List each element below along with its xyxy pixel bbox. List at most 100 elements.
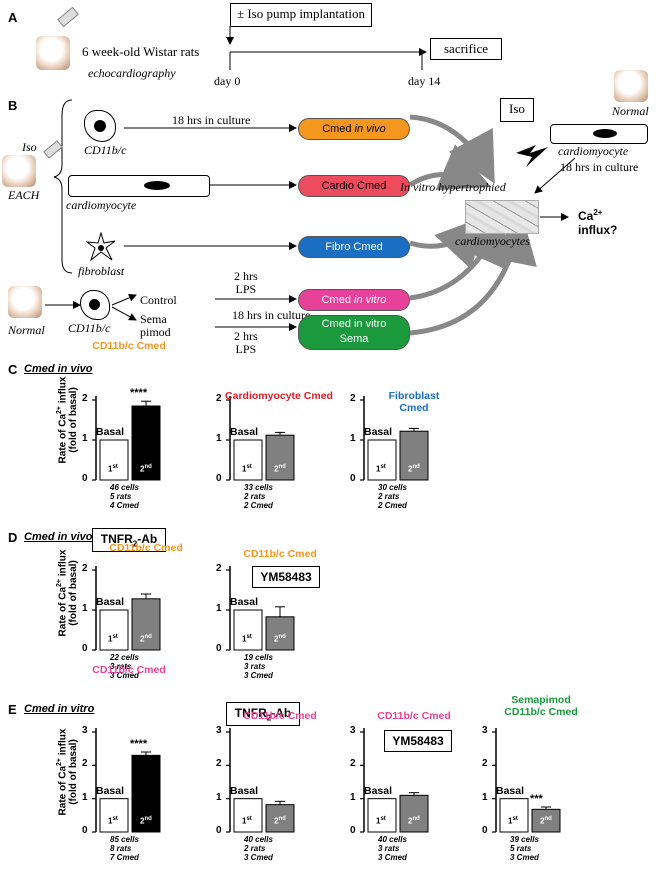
basal-label: Basal: [496, 784, 525, 797]
y-tick-label: 2: [216, 393, 222, 404]
sample-size-line: 40 cells: [244, 835, 273, 844]
category-sup: st: [380, 464, 386, 470]
bar-category-label: 2nd: [274, 816, 286, 826]
cardiomyocyte-icon: [68, 175, 210, 197]
chart-title: CD11b/c Cmed: [92, 664, 166, 676]
category-sup: nd: [144, 634, 152, 640]
bar-category-label: 1st: [108, 634, 118, 644]
y-tick-label: 3: [350, 725, 356, 736]
sample-size-line: 4 Cmed: [110, 501, 139, 510]
ylabel-text-2: (fold of basal): [68, 560, 80, 626]
y-tick-label: 3: [482, 725, 488, 736]
basal-label: Basal: [230, 784, 259, 797]
control-label: Control: [140, 293, 177, 307]
sample-size-line: 3 rats: [378, 844, 400, 853]
category-sup: st: [112, 634, 118, 640]
sample-size-line: 39 cells: [510, 835, 539, 844]
panel-d-title: Cmed in vivo: [24, 531, 93, 543]
y-tick-label: 2: [82, 563, 88, 574]
bar-category-label: 1st: [108, 816, 118, 826]
cd11bc-2-label: CD11b/c: [68, 321, 111, 335]
y-tick-label: 0: [216, 643, 222, 654]
y-tick-label: 1: [350, 791, 356, 803]
y-tick-label: 2: [350, 758, 356, 770]
iso-box: Iso: [500, 98, 534, 122]
ylabel-text: Rate of Ca: [57, 766, 69, 816]
ylabel-text: Rate of Ca: [57, 414, 69, 464]
tnfr-suffix: -Ab: [271, 706, 292, 720]
bar-category-label: 2nd: [408, 464, 420, 474]
category-sup: nd: [412, 464, 420, 470]
category-sup: nd: [278, 634, 286, 640]
y-tick-label: 0: [82, 825, 88, 836]
sema-text-1: Sema: [140, 312, 167, 326]
y-tick-label: 2: [482, 758, 488, 770]
pill-text-italic: in vitro: [354, 294, 387, 306]
y-tick-label: 2: [82, 393, 88, 404]
chart-title: CD11b/c Cmed: [243, 710, 317, 722]
cardiomyocytes-label: cardiomyocytes: [455, 234, 530, 248]
bar-category-label: 1st: [376, 816, 386, 826]
bar-category-label: 2nd: [274, 464, 286, 474]
cardiomyocyte-icon-right: [550, 124, 648, 144]
significance-stars: ****: [130, 387, 148, 400]
ca-sup: 2+: [593, 208, 603, 217]
lps1-b: LPS: [235, 282, 257, 296]
lps2-a: 2 hrs: [234, 329, 258, 343]
sema-text-2: pimod: [140, 325, 171, 339]
bar-category-label: 1st: [376, 464, 386, 474]
category-sup: nd: [144, 816, 152, 822]
category-sup: nd: [412, 816, 420, 822]
panel-e-title: Cmed in vitro: [24, 703, 95, 715]
macrophage-icon-2: [80, 290, 110, 320]
sample-size-line: 46 cells: [110, 483, 139, 492]
day14-label: day 14: [408, 74, 441, 88]
sample-size-line: 8 rats: [110, 844, 132, 853]
chart-title: Cardiomyocyte Cmed: [225, 390, 333, 402]
cardio-cmed-pill: Cardio Cmed: [298, 175, 410, 197]
basal-label: Basal: [230, 596, 259, 608]
y-tick-label: 2: [216, 563, 222, 574]
each-label: EACH: [8, 188, 40, 202]
sample-size-line: 2 rats: [244, 844, 266, 853]
tnfr-sub: 2: [266, 713, 272, 723]
y-tick-label: 1: [216, 603, 222, 614]
sample-size-line: 19 cells: [244, 653, 273, 662]
bar-2nd: [399, 794, 429, 833]
bar-1st: [233, 439, 263, 481]
sample-size-line: 30 cells: [378, 483, 407, 492]
panel-e-tnfr-box: TNFR2-Ab: [226, 702, 300, 726]
bar-category-label: 2nd: [408, 816, 420, 826]
category-sup: st: [246, 464, 252, 470]
culture-18hrs-bottom-label: 18 hrs in culture: [232, 308, 311, 322]
category-sup: nd: [544, 816, 552, 822]
chart-title: CD11b/c Cmed: [377, 710, 451, 722]
category-sup: nd: [144, 464, 152, 470]
y-tick-label: 1: [350, 433, 356, 444]
day0-label: day 0: [214, 74, 241, 88]
y-tick-label: 2: [216, 758, 222, 770]
ylabel-sup: 2+: [56, 406, 63, 414]
cardiomyocytes-micrograph: [465, 200, 539, 234]
bar-1st: [233, 609, 263, 651]
significance-stars: ****: [130, 738, 148, 750]
ca-influx-label: Ca2+ influx?: [578, 208, 617, 237]
panel-c-label: C: [8, 362, 18, 377]
ca-text: Ca: [578, 209, 594, 223]
sample-size-line: 2 rats: [244, 492, 266, 501]
rat-icon-right: [614, 70, 648, 102]
ylabel-text-b: influx: [57, 549, 69, 580]
culture-18hrs-label: 18 hrs in culture: [172, 113, 251, 127]
panel-e-ym-box: YM58483: [384, 730, 452, 752]
rat-icon-b: [2, 155, 36, 187]
fibroblast-icon: [86, 232, 116, 262]
